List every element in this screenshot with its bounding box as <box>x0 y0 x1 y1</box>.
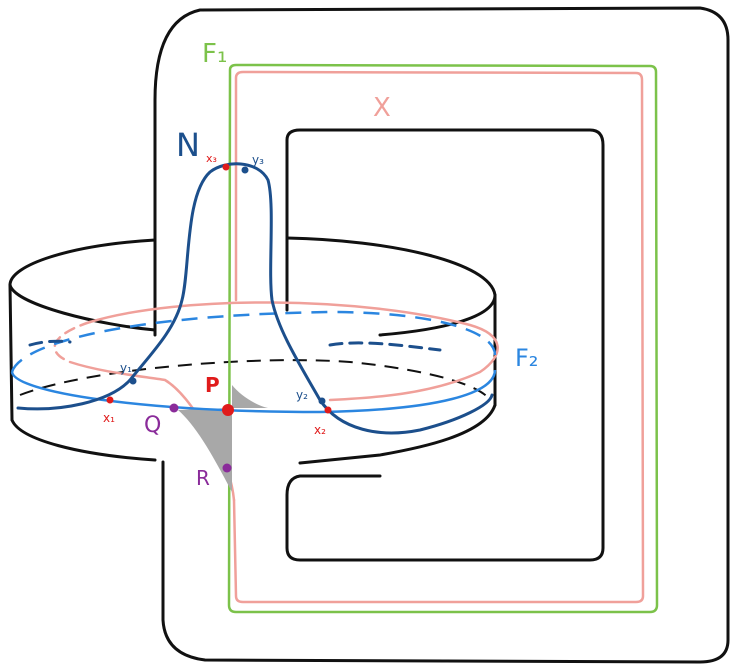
point-q <box>169 403 179 413</box>
label-x2: x₂ <box>314 423 326 437</box>
shaded-region <box>178 385 268 492</box>
surface-outline <box>8 6 730 664</box>
point-x3 <box>222 163 230 171</box>
label-y1: y₁ <box>120 361 132 375</box>
label-y2: y₂ <box>296 388 308 402</box>
point-y2 <box>318 397 326 405</box>
f2-blue-loop <box>10 310 497 414</box>
label-x3: x₃ <box>206 152 217 165</box>
label-q: Q <box>144 413 161 438</box>
label-f1: F₁ <box>202 39 227 69</box>
point-y3 <box>241 166 249 174</box>
back-rim-dashed <box>19 359 491 401</box>
labels: F₁ X N F₂ P Q R x₁ x₂ x₃ y₁ y₂ y₃ <box>103 39 538 490</box>
points <box>106 163 332 473</box>
label-x1: x₁ <box>103 411 115 425</box>
x-pink-loop <box>53 70 645 604</box>
label-p: P <box>205 373 220 397</box>
label-n: N <box>176 126 200 164</box>
point-r <box>222 463 232 473</box>
label-f2: F₂ <box>515 344 538 372</box>
point-y1 <box>129 377 137 385</box>
point-x2 <box>324 406 332 414</box>
label-r: R <box>196 466 210 490</box>
point-x1 <box>106 396 114 404</box>
f1-green-loop <box>227 63 659 614</box>
n-navy-curve <box>16 162 494 435</box>
label-x: X <box>373 93 391 123</box>
point-p <box>222 404 234 416</box>
label-y3: y₃ <box>252 153 264 167</box>
